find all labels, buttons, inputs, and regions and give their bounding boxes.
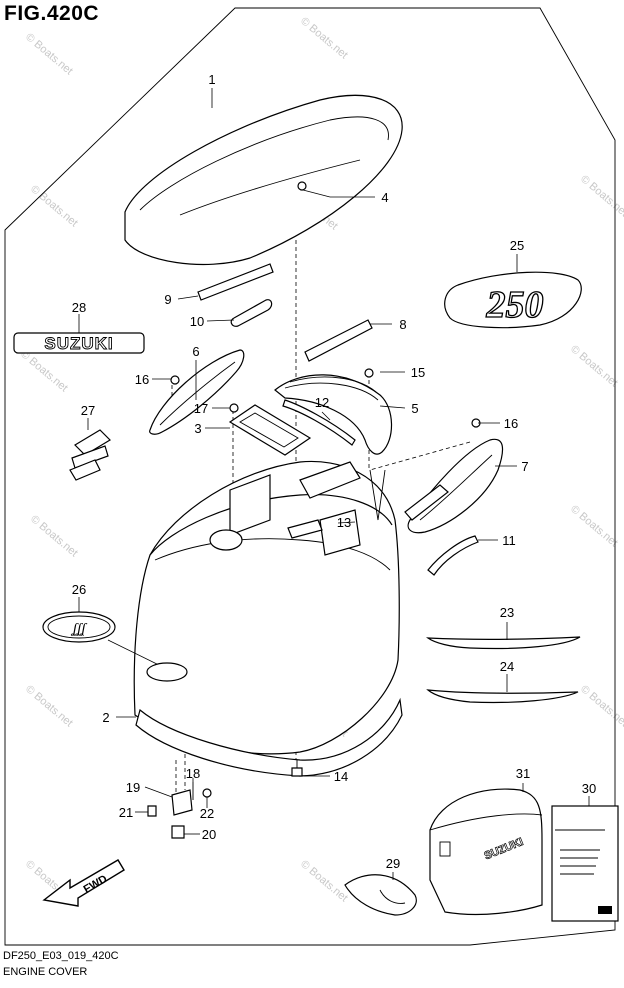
callout-18: 18 [186,766,200,781]
svg-text:ʆʆʆ: ʆʆʆ [71,621,89,637]
part-22-bolt [202,788,212,798]
watermark: © Boats.net [298,858,350,904]
decal-suzuki-text: SUZUKI [44,334,113,353]
part-31-storage-cover: SUZUKI [429,788,543,916]
callout-31: 31 [516,766,530,781]
callout-19: 19 [126,780,140,795]
callout-30: 30 [582,781,596,796]
part-29-tool-pouch [344,874,417,916]
part-25-decal-250: 250 [444,271,582,329]
part-23-stripe-decal [425,636,581,650]
part-4-screw [297,181,307,191]
callout-17: 17 [194,401,208,416]
fwd-label: FWD [82,873,110,896]
callout-3: 3 [194,421,201,436]
callout-11: 11 [502,533,516,548]
callout-15: 15 [411,365,425,380]
callout-4: 4 [381,190,388,205]
watermark: © Boats.net [23,31,75,77]
part-24-stripe-decal [426,689,579,704]
part-20-nut [171,825,185,839]
part-5-air-vent [274,374,393,455]
part-9-strip [197,263,274,301]
callout-27: 27 [81,403,95,418]
part-12-strip [282,399,356,446]
callout-2: 2 [102,710,109,725]
callout-14: 14 [334,769,348,784]
callout-16-left: 16 [135,372,149,387]
part-16-screw-left [170,375,180,385]
assembly-boundary [4,7,616,946]
watermark: © Boats.net [568,503,620,549]
callout-6: 6 [192,344,199,359]
part-2-lower-cover [133,460,403,777]
part-13-bracket [287,519,323,539]
part-7-side-vent [404,438,504,534]
watermark: © Boats.net [23,683,75,729]
callout-8: 8 [399,317,406,332]
callout-22: 22 [200,806,214,821]
callout-13: 13 [337,515,351,530]
callout-28: 28 [72,300,86,315]
part-21-bolt [147,805,157,817]
watermark: © Boats.net [28,183,80,229]
part-11-strip [427,535,479,576]
part-14-bolt [291,760,303,777]
watermark: © Boats.net [298,15,350,61]
watermark: © Boats.net [578,173,624,219]
leader-lines [78,88,590,880]
decal-250-text: 250 [486,284,544,326]
callout-1: 1 [208,72,215,87]
part-8-strip [304,319,373,362]
watermark: © Boats.net [578,683,624,729]
figure-name: ENGINE COVER [3,966,88,978]
callout-24: 24 [500,659,514,674]
callout-5: 5 [411,401,418,416]
part-26-emblem: ʆʆʆ [42,611,116,643]
part-30-owners-manual [551,805,619,922]
watermark: © Boats.net [28,513,80,559]
part-17-screw [229,403,239,413]
callout-labels: 1 2 3 4 5 6 7 8 9 10 11 12 13 14 15 16 1… [72,72,596,871]
callout-26: 26 [72,582,86,597]
callout-10: 10 [190,314,204,329]
callout-9: 9 [164,292,171,307]
part-15-screw [364,368,374,378]
callout-12: 12 [315,395,329,410]
callout-21: 21 [119,805,133,820]
callout-25: 25 [510,238,524,253]
part-27-s-logo [69,429,111,481]
part-10-strip [230,299,273,327]
callout-29: 29 [386,856,400,871]
figure-title: FIG.420C [4,2,100,25]
callout-7: 7 [521,459,528,474]
emblem-placement-line [107,639,166,669]
callout-16-right: 16 [504,416,518,431]
part-1-top-cover [124,94,403,266]
part-3-seal [228,404,312,456]
emblem-recess [146,662,188,682]
watermark: © Boats.net [18,348,70,394]
figure-code: DF250_E03_019_420C [3,950,119,962]
watermark: © Boats.net [568,343,620,389]
callout-23: 23 [500,605,514,620]
part-19-latch [171,789,193,816]
part-28-decal-suzuki: SUZUKI [13,332,145,354]
callout-20: 20 [202,827,216,842]
